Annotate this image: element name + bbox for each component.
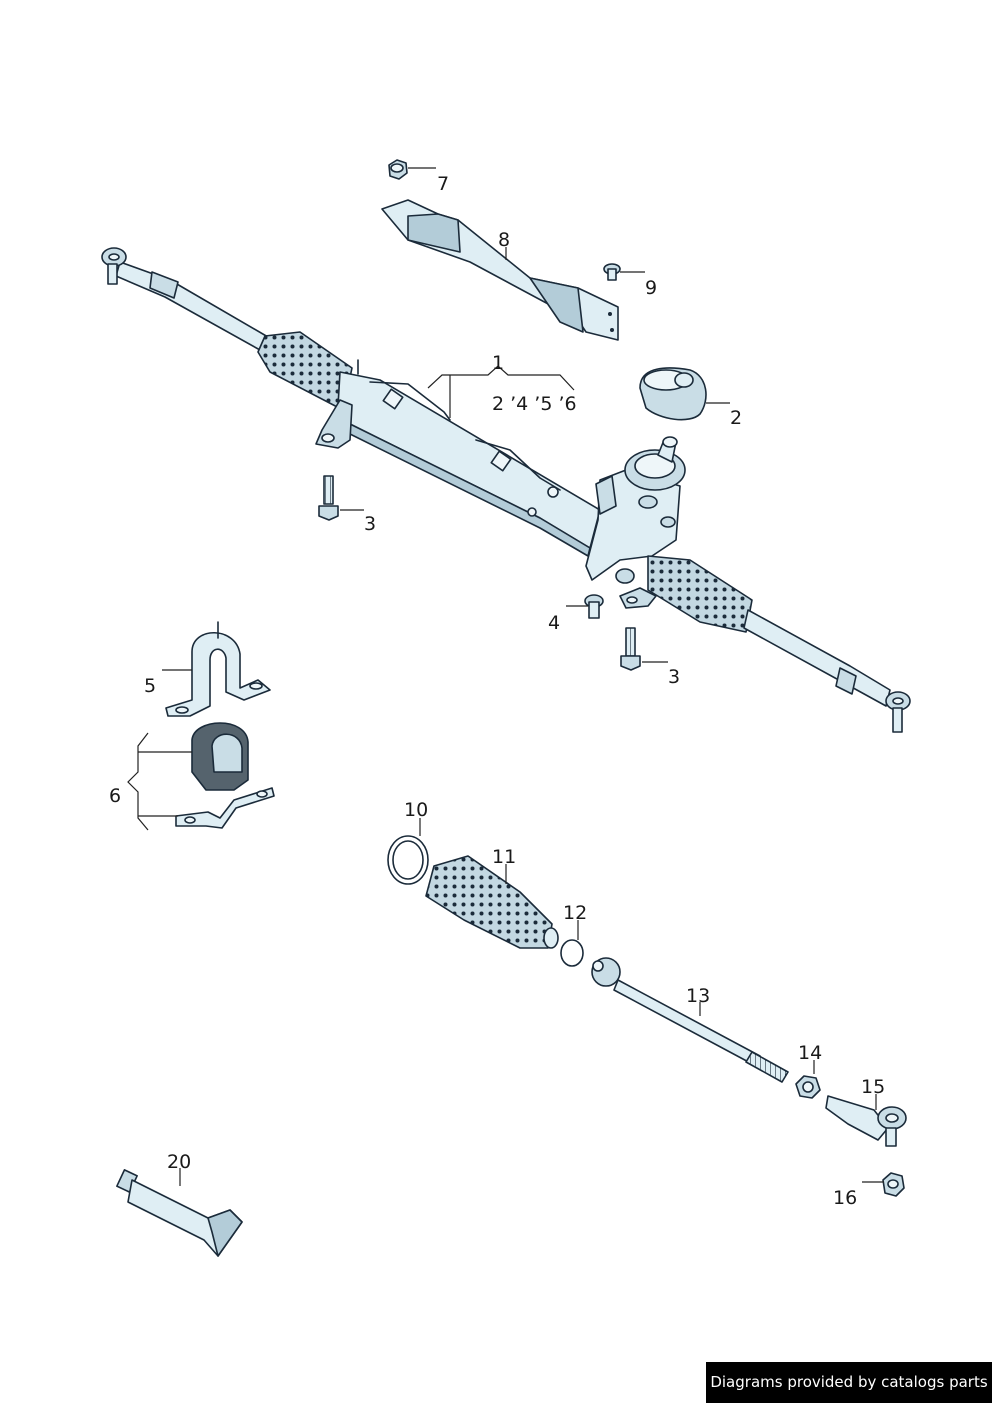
callout-5: 5 bbox=[144, 675, 156, 697]
credit-banner: Diagrams provided by catalogs parts bbox=[706, 1362, 992, 1403]
part-13-tie-rod bbox=[591, 957, 789, 1083]
callout-12: 12 bbox=[563, 902, 587, 924]
leader-lines bbox=[127, 167, 884, 1186]
part-1-steering-rack bbox=[101, 247, 911, 733]
part-14-lock-nut bbox=[795, 1075, 821, 1099]
part-15-tie-rod-end bbox=[825, 1095, 907, 1147]
part-7-nut bbox=[388, 159, 408, 180]
callout-13: 13 bbox=[686, 985, 710, 1007]
part-12-small-clamp bbox=[560, 939, 584, 967]
part-4-plug bbox=[584, 594, 604, 619]
callout-11: 11 bbox=[492, 846, 516, 868]
callout-1: 1 bbox=[492, 352, 504, 374]
callout-3-lower: 3 bbox=[668, 666, 680, 688]
part-16-nut bbox=[882, 1172, 905, 1197]
part-9-bolt bbox=[603, 263, 621, 281]
callout-7: 7 bbox=[437, 173, 449, 195]
callout-14: 14 bbox=[798, 1042, 822, 1064]
callout-10: 10 bbox=[404, 799, 428, 821]
part-3-bolt-lower bbox=[620, 627, 641, 671]
part-11-bellows-boot bbox=[425, 855, 559, 949]
part-20-grease-tube bbox=[116, 1169, 243, 1257]
part-5-clamp bbox=[165, 621, 271, 717]
callout-4: 4 bbox=[548, 612, 560, 634]
callout-15: 15 bbox=[861, 1076, 885, 1098]
callout-2: 2 bbox=[730, 407, 742, 429]
callout-1-subparts: 2 ’4 ’5 ’6 bbox=[492, 393, 577, 415]
callout-6: 6 bbox=[109, 785, 121, 807]
callout-labels: 7 8 9 1 2 ’4 ’5 ’6 2 3 4 3 5 6 10 11 12 … bbox=[109, 173, 885, 1209]
part-10-clamp-ring bbox=[387, 835, 429, 885]
callout-3-upper: 3 bbox=[364, 513, 376, 535]
callout-20: 20 bbox=[167, 1151, 191, 1173]
part-3-bolt-upper bbox=[318, 475, 339, 521]
callout-9: 9 bbox=[645, 277, 657, 299]
part-8-heat-shield bbox=[381, 199, 619, 341]
part-2-cap bbox=[639, 367, 707, 421]
callout-16: 16 bbox=[833, 1187, 857, 1209]
part-6-bushing bbox=[175, 722, 275, 829]
callout-8: 8 bbox=[498, 229, 510, 251]
